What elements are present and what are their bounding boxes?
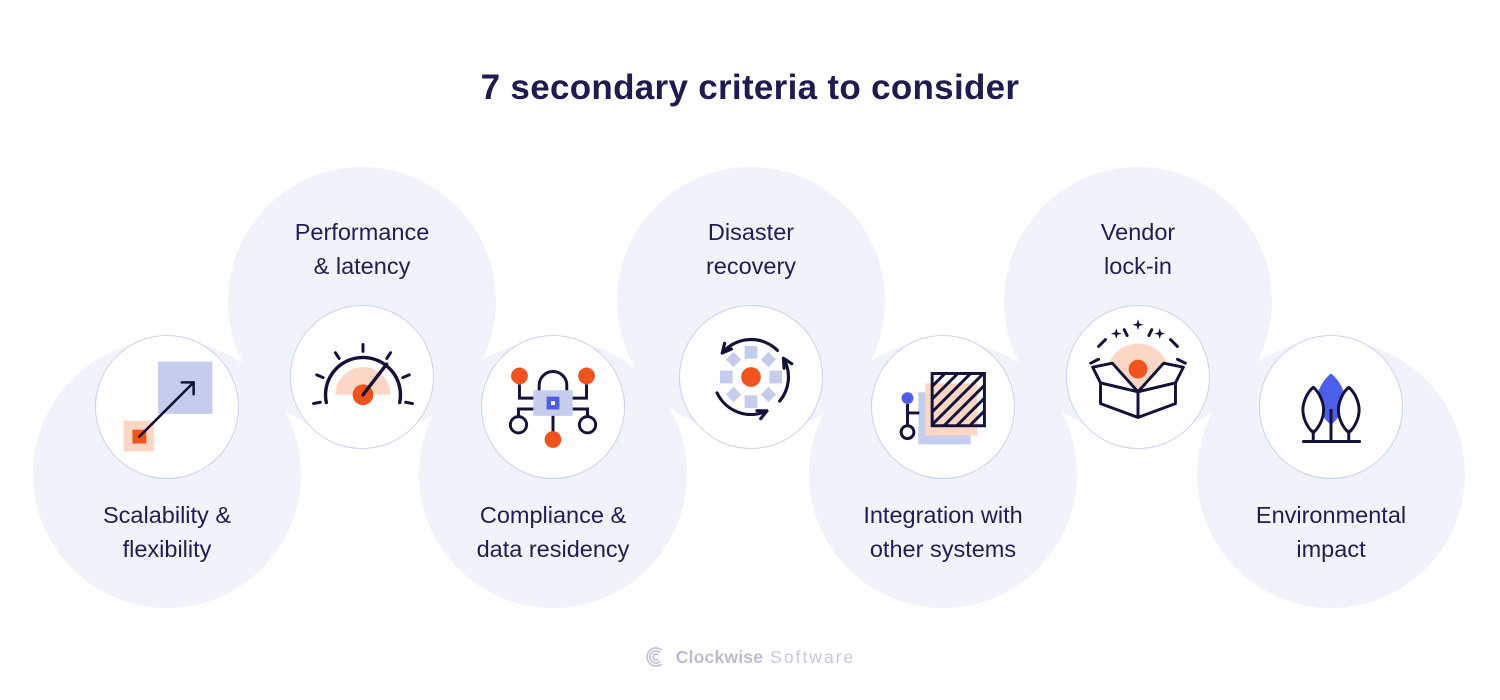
item-2-icon-circle xyxy=(289,304,434,449)
brand-name-secondary: Software xyxy=(770,646,856,667)
gauge-icon xyxy=(311,342,414,405)
item-7-icon-circle xyxy=(1258,334,1403,479)
stacked-squares-branch-icon xyxy=(899,371,986,444)
brand-name-primary: Clockwise xyxy=(675,646,764,667)
footer-logo: Clockwise Software xyxy=(0,645,1500,669)
item-1-label: Scalability &flexibility xyxy=(103,502,231,562)
item-6-icon-circle xyxy=(1065,304,1210,449)
scale-arrow-icon xyxy=(123,361,212,451)
trees-icon xyxy=(1300,372,1361,443)
item-2-label: Performance& latency xyxy=(294,219,430,279)
lock-network-icon xyxy=(508,367,597,448)
page-title: 7 secondary criteria to consider xyxy=(480,68,1020,107)
item-5-icon-circle xyxy=(870,334,1015,479)
open-box-icon xyxy=(1088,318,1187,419)
item-3-label: Compliance &data residency xyxy=(476,502,630,562)
clockwise-arcs-icon xyxy=(645,647,662,667)
item-1-icon-circle xyxy=(94,334,239,479)
recovery-cycle-icon xyxy=(715,337,793,420)
item-3-icon-circle xyxy=(480,334,625,479)
item-4-icon-circle xyxy=(678,304,823,449)
